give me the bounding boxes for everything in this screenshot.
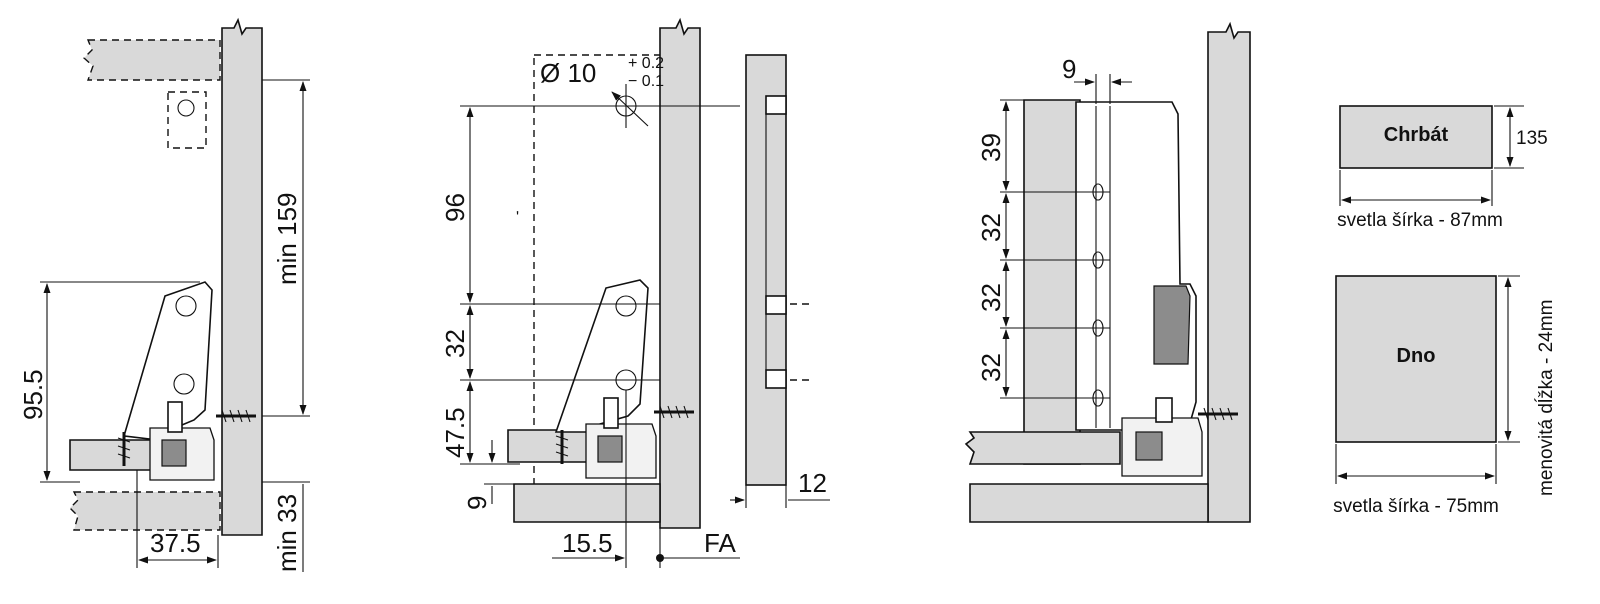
view3-dim-32-b: 32 — [976, 283, 1006, 312]
view2-break-mark: ʹ — [516, 209, 519, 226]
view1-bracket-hole-bottom — [173, 373, 195, 395]
view3-side-panel — [1207, 21, 1251, 523]
view2-screw-icon — [654, 405, 694, 419]
view1-side-panel — [221, 17, 263, 536]
view2-dim-96: 96 — [440, 193, 470, 222]
view2-drawer-bottom — [507, 429, 593, 463]
view3-front-clip — [1153, 285, 1191, 365]
view2-runner-latch — [603, 397, 619, 429]
view2-bottom-panel — [513, 483, 661, 523]
view1-upper-dashed-panel — [82, 39, 221, 81]
view2-slot-bottom — [765, 369, 787, 389]
view1-screw-icon — [216, 409, 256, 423]
view1-bracket-hole-top — [175, 295, 197, 317]
back-panel-label: Chrbát — [1384, 124, 1449, 146]
view1-drawer-bottom — [69, 439, 156, 471]
view3-drawer-back — [1023, 99, 1081, 465]
view2-dim-12: 12 — [798, 468, 827, 498]
view3-drawer-side-profile — [1075, 101, 1197, 431]
view2-front-bracket — [554, 279, 649, 433]
view1-dim-offset: 37.5 — [150, 528, 201, 558]
bottom-panel-label: Dno — [1397, 345, 1436, 367]
view2-dim-47-5: 47.5 — [440, 407, 470, 458]
back-panel-rect — [1339, 105, 1493, 169]
panel-bottom: Dno menovitá dĺžka - 24mm svetla šírka -… — [1333, 275, 1557, 517]
view2-screw-vertical-icon — [555, 430, 569, 464]
view1-screw-vertical-icon — [117, 432, 131, 466]
view2-bracket-hole-top — [615, 295, 637, 317]
view2-tol-plus: + 0.2 — [628, 55, 664, 72]
view2-dim-9: 9 — [462, 496, 492, 510]
view1-dim-height: 95.5 — [18, 369, 48, 420]
back-panel-width-note: svetla šírka - 87mm — [1337, 210, 1503, 231]
view2-runner-clip — [597, 435, 623, 463]
view3-drawer-bottom-stub — [964, 431, 1121, 465]
view2-slot-top — [765, 95, 787, 115]
view3-screw-icon — [1198, 407, 1238, 421]
view2-dim-32: 32 — [440, 329, 470, 358]
view2-dim-fa: FA — [704, 528, 736, 558]
view3-dim-39: 39 — [976, 133, 1006, 162]
view1-side-section: 95.5 min 159 min 33 37.5 — [18, 17, 310, 572]
view1-runner-latch — [167, 401, 183, 433]
view3-dim-32-c: 32 — [976, 353, 1006, 382]
panel-back: Chrbát 135 svetla šírka - 87mm — [1337, 105, 1548, 231]
view2-tol-minus: − 0.1 — [628, 73, 664, 90]
view1-dim-min-vertical: min 159 — [272, 193, 302, 286]
view3-dim-32-a: 32 — [976, 213, 1006, 242]
view1-dim-min-bottom: min 33 — [272, 494, 302, 572]
view2-dim-15-5: 15.5 — [562, 528, 613, 558]
view2-dim-diameter: Ø 10 — [540, 58, 596, 88]
view2-front-section: ʹ Ø 10 + 0.2 − 0.1 — [440, 17, 830, 568]
back-panel-height: 135 — [1516, 128, 1548, 149]
view1-lower-dashed-panel — [69, 491, 221, 531]
view1-hole-icon — [177, 99, 195, 117]
view3-bottom-panel — [969, 483, 1209, 523]
view3-side-view: 39 32 32 32 9 — [964, 21, 1251, 523]
view2-side-panel — [659, 17, 701, 529]
bottom-panel-width-note: svetla šírka - 75mm — [1333, 496, 1499, 517]
bottom-panel-length-note: menovitá dĺžka - 24mm — [1535, 300, 1557, 496]
view2-slot-middle — [765, 295, 787, 315]
view3-runner-clip — [1135, 431, 1163, 461]
view2-datum-dot — [656, 554, 664, 562]
view1-runner-clip — [161, 439, 187, 467]
view1-dashed-hole-outline — [167, 91, 207, 149]
view3-dim-9: 9 — [1062, 54, 1076, 84]
bottom-panel-rect — [1335, 275, 1497, 443]
view3-runner-latch — [1155, 397, 1173, 423]
